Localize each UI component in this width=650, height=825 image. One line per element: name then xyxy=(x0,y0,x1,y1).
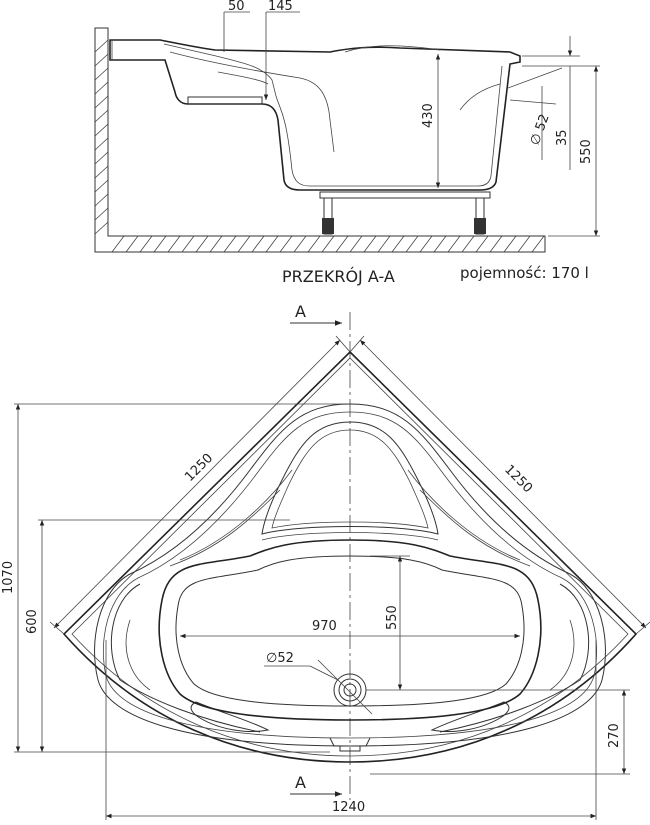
wall-hatch-line xyxy=(94,81,109,95)
section-title: PRZEKRÓJ A-A xyxy=(282,267,395,286)
floor-hatch-line xyxy=(139,235,153,253)
section-dimensions xyxy=(223,11,600,237)
wall-hatch-line xyxy=(94,165,109,179)
floor-hatch-line xyxy=(321,235,335,253)
floor-hatch-line xyxy=(307,235,321,253)
wall-hatch-line xyxy=(94,67,109,81)
floor-hatch-line xyxy=(167,235,181,253)
dim-drain: ∅52 xyxy=(266,651,294,666)
floor-hatch-line xyxy=(405,235,419,253)
dim-145: 145 xyxy=(268,0,293,14)
floor-hatch-line xyxy=(419,235,433,253)
floor-hatch-line xyxy=(531,235,545,253)
section-view: 50 145 430 35 550 ∅ 52 PRZEKRÓJ A-A poje… xyxy=(94,0,600,286)
wall-hatch-line xyxy=(94,123,109,137)
floor-hatch-line xyxy=(195,235,209,253)
dim-side-right: 1250 xyxy=(501,462,535,496)
floor-hatch-line xyxy=(377,235,391,253)
dim-600: 600 xyxy=(25,609,40,634)
plan-dimensions xyxy=(14,335,650,820)
floor-hatch-line xyxy=(111,235,125,253)
wall-hatch-line xyxy=(94,95,109,109)
floor-hatch-line xyxy=(517,235,531,253)
dim-drain-section: ∅ 52 xyxy=(528,112,553,147)
dim-drain-offset: 270 xyxy=(607,723,622,748)
section-mark-top: A xyxy=(295,302,306,321)
wall-hatch-line xyxy=(94,53,109,67)
floor-hatch-line xyxy=(447,235,461,253)
floor-hatch-line xyxy=(335,235,349,253)
dim-inner-depth: 550 xyxy=(385,605,400,630)
wall-hatch-line xyxy=(94,39,109,53)
floor-hatch-line xyxy=(489,235,503,253)
floor-hatch-line xyxy=(153,235,167,253)
floor-hatch-line xyxy=(125,235,139,253)
dim-total-height: 1070 xyxy=(1,561,16,594)
left-foot-well xyxy=(190,701,270,732)
floor-hatch-line xyxy=(433,235,447,253)
floor-hatch-line xyxy=(475,235,489,253)
floor-hatch-line xyxy=(223,235,237,253)
dim-550-section: 550 xyxy=(579,139,594,164)
floor-hatch-line xyxy=(391,235,405,253)
wall-hatch-line xyxy=(94,207,109,221)
floor-hatch-line xyxy=(293,235,307,253)
tub-section-outline xyxy=(109,39,521,191)
floor-hatch-line xyxy=(181,235,195,253)
dim-total-width: 1240 xyxy=(332,800,365,815)
wall-hatch-line xyxy=(94,137,109,151)
floor-hatch-line xyxy=(251,235,265,253)
dim-inner-width: 970 xyxy=(312,619,337,634)
wall-hatch-line xyxy=(94,109,109,123)
wall-hatch-line xyxy=(94,151,109,165)
floor-hatch-line xyxy=(503,235,517,253)
dim-430: 430 xyxy=(421,103,436,128)
wall-hatch-line xyxy=(94,221,109,235)
tub-legs xyxy=(319,191,491,235)
section-mark-bottom: A xyxy=(295,773,306,792)
dim-35: 35 xyxy=(555,129,570,146)
dim-side-left: 1250 xyxy=(182,451,216,485)
floor-hatch-line xyxy=(279,235,293,253)
floor-hatch-line xyxy=(363,235,377,253)
floor-hatch-line xyxy=(265,235,279,253)
floor-hatch-line xyxy=(237,235,251,253)
floor-hatch-line xyxy=(349,235,363,253)
wall-hatch-line xyxy=(94,193,109,207)
right-foot-well xyxy=(430,701,510,732)
wall-and-floor xyxy=(94,27,546,253)
floor-hatch-line xyxy=(209,235,223,253)
dim-50: 50 xyxy=(228,0,245,14)
capacity-label: pojemność: 170 l xyxy=(460,264,589,282)
floor-hatch-line xyxy=(461,235,475,253)
tub-outer-outline xyxy=(62,350,638,763)
wall-hatch-line xyxy=(94,179,109,193)
plan-view: A A xyxy=(1,302,650,820)
